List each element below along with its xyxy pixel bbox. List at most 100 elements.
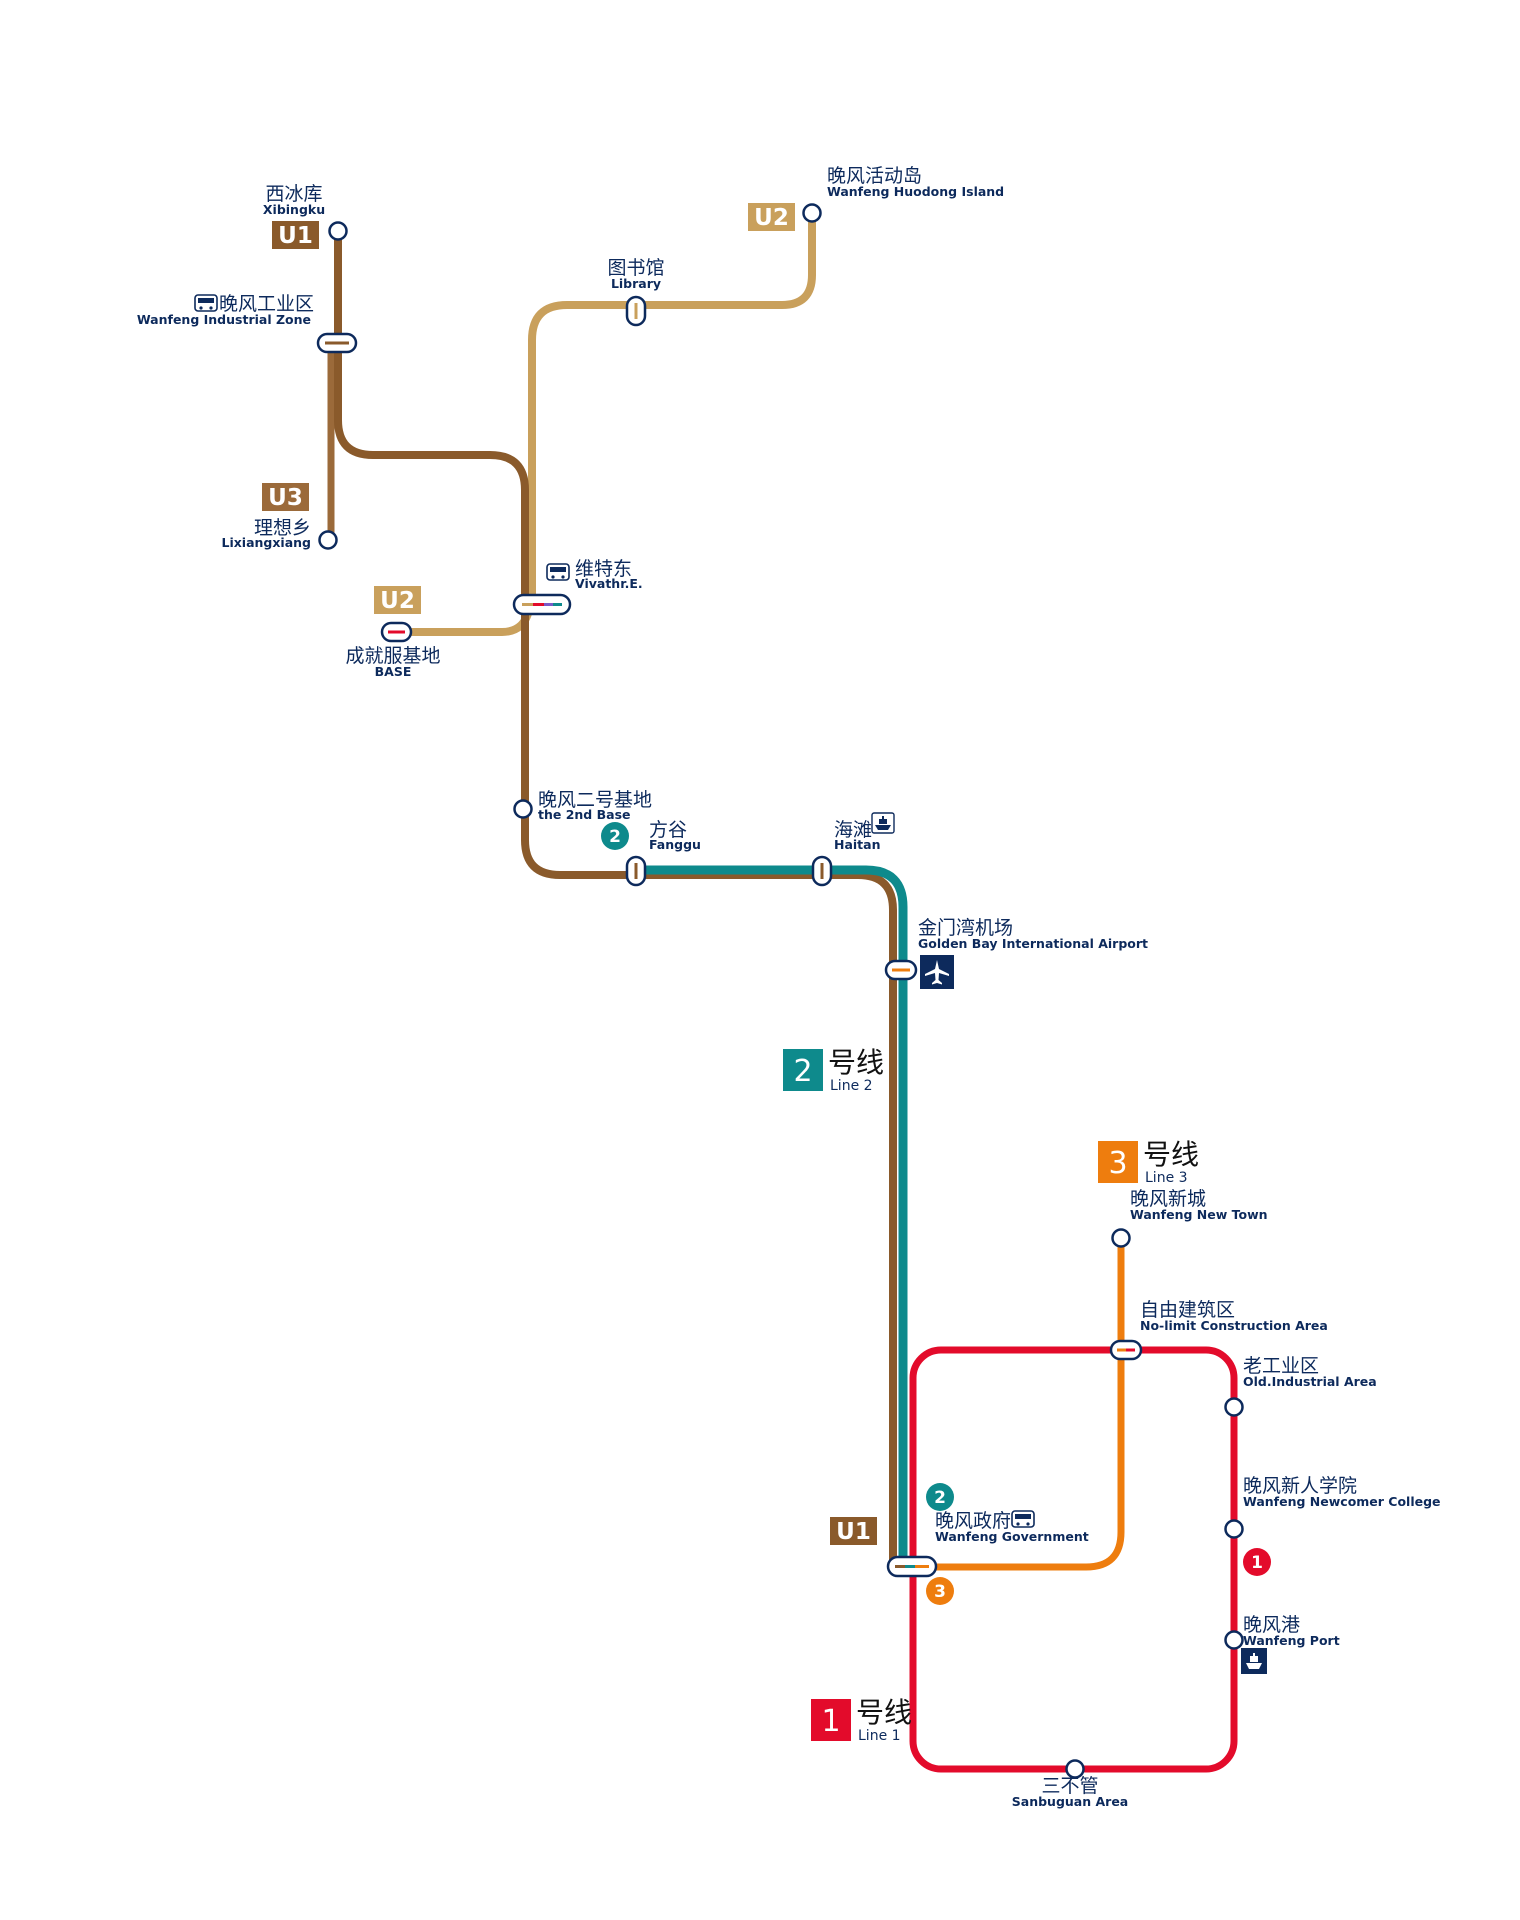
svg-text:西冰库: 西冰库: [265, 183, 322, 205]
station-sanbuguan[interactable]: [1065, 1759, 1085, 1779]
bus-icon: [546, 563, 570, 581]
svg-text:Line 1: Line 1: [858, 1728, 901, 1744]
station-xibingku[interactable]: [328, 221, 348, 241]
svg-text:Lixiangxiang: Lixiangxiang: [221, 535, 311, 550]
svg-text:Golden Bay International Airpo: Golden Bay International Airport: [918, 936, 1148, 951]
svg-text:老工业区: 老工业区: [1243, 1355, 1319, 1377]
svg-text:U1: U1: [278, 223, 313, 249]
svg-text:自由建筑区: 自由建筑区: [1140, 1299, 1235, 1321]
svg-text:1: 1: [1251, 1553, 1263, 1573]
station-newtown[interactable]: [1111, 1228, 1131, 1248]
station-second-base[interactable]: [513, 799, 533, 819]
svg-text:Xibingku: Xibingku: [263, 202, 325, 217]
station-port[interactable]: [1224, 1630, 1244, 1650]
svg-text:Library: Library: [611, 276, 661, 291]
svg-text:号线: 号线: [856, 1696, 912, 1729]
line-label-3: 3 号线 Line 3: [1098, 1138, 1199, 1186]
marker-line2-fanggu: 2: [601, 822, 629, 850]
svg-text:Sanbuguan Area: Sanbuguan Area: [1012, 1794, 1128, 1809]
svg-text:U2: U2: [754, 205, 789, 231]
label-industrial: 晚风工业区 Wanfeng Industrial Zone: [137, 293, 314, 327]
badge-u1-bottom: U1: [830, 1517, 877, 1545]
svg-text:号线: 号线: [828, 1046, 884, 1079]
label-college: 晚风新人学院 Wanfeng Newcomer College: [1243, 1475, 1441, 1509]
line-2: [636, 865, 908, 1568]
badge-u2-left: U2: [374, 586, 421, 614]
label-library: 图书馆 Library: [607, 257, 664, 291]
label-sanbuguan: 三不管 Sanbuguan Area: [1012, 1775, 1128, 1809]
svg-text:晚风新人学院: 晚风新人学院: [1243, 1475, 1357, 1497]
marker-line2-government: 2: [926, 1483, 954, 1511]
svg-text:Wanfeng Government: Wanfeng Government: [935, 1529, 1089, 1544]
svg-text:方谷: 方谷: [649, 819, 687, 841]
label-base: 成就服基地 BASE: [345, 645, 440, 679]
bus-icon: [194, 294, 218, 312]
svg-text:2: 2: [793, 1054, 812, 1089]
line-3: [916, 1243, 1125, 1571]
svg-text:Vivathr.E.: Vivathr.E.: [575, 576, 643, 591]
svg-text:号线: 号线: [1143, 1138, 1199, 1171]
label-lixiangxiang: 理想乡 Lixiangxiang: [221, 517, 311, 550]
line-u1: [334, 232, 897, 1568]
airplane-icon: [920, 955, 954, 989]
svg-text:3: 3: [934, 1582, 946, 1602]
svg-text:晚风政府: 晚风政府: [935, 1510, 1011, 1532]
line-label-2: 2 号线 Line 2: [783, 1046, 884, 1094]
svg-text:Line 2: Line 2: [830, 1078, 873, 1094]
ship-icon: [1241, 1648, 1267, 1674]
line-1: [909, 1346, 1238, 1773]
svg-text:Old.Industrial Area: Old.Industrial Area: [1243, 1374, 1377, 1389]
svg-text:三不管: 三不管: [1041, 1775, 1098, 1797]
svg-text:理想乡: 理想乡: [254, 517, 311, 539]
station-lixiangxiang[interactable]: [318, 530, 338, 550]
badge-u3: U3: [262, 483, 309, 511]
svg-text:2: 2: [609, 827, 621, 847]
marker-line1-side: 1: [1243, 1548, 1271, 1576]
svg-text:Wanfeng Newcomer College: Wanfeng Newcomer College: [1243, 1494, 1441, 1509]
svg-text:晚风工业区: 晚风工业区: [219, 293, 314, 315]
svg-text:the 2nd Base: the 2nd Base: [538, 807, 630, 822]
svg-text:1: 1: [821, 1704, 840, 1739]
station-huodong[interactable]: [802, 203, 822, 223]
line-label-1: 1 号线 Line 1: [811, 1696, 912, 1744]
line-u2-upper: [528, 213, 816, 605]
label-old-industrial: 老工业区 Old.Industrial Area: [1243, 1355, 1377, 1389]
badge-u1-top: U1: [272, 221, 319, 249]
svg-text:2: 2: [934, 1488, 946, 1508]
svg-text:海滩: 海滩: [834, 819, 872, 841]
svg-text:晚风港: 晚风港: [1243, 1614, 1300, 1636]
svg-text:3: 3: [1108, 1146, 1127, 1181]
station-college[interactable]: [1224, 1519, 1244, 1539]
svg-text:图书馆: 图书馆: [607, 257, 664, 279]
svg-text:Wanfeng Industrial Zone: Wanfeng Industrial Zone: [137, 312, 311, 327]
label-huodong: 晚风活动岛 Wanfeng Huodong Island: [827, 165, 1004, 199]
svg-text:U1: U1: [836, 1519, 871, 1545]
svg-text:晚风活动岛: 晚风活动岛: [827, 165, 922, 187]
svg-text:Fanggu: Fanggu: [649, 837, 701, 852]
label-haitan: 海滩 Haitan: [834, 819, 881, 852]
svg-text:U2: U2: [380, 588, 415, 614]
svg-text:Wanfeng Port: Wanfeng Port: [1243, 1633, 1340, 1648]
label-second-base: 晚风二号基地 the 2nd Base: [538, 789, 652, 822]
svg-text:BASE: BASE: [375, 664, 412, 679]
ship-icon: [871, 812, 895, 834]
label-nolimit: 自由建筑区 No-limit Construction Area: [1140, 1299, 1328, 1333]
label-newtown: 晚风新城 Wanfeng New Town: [1130, 1188, 1268, 1222]
svg-text:维特东: 维特东: [575, 558, 632, 580]
svg-text:晚风新城: 晚风新城: [1130, 1188, 1206, 1210]
svg-text:No-limit Construction Area: No-limit Construction Area: [1140, 1318, 1328, 1333]
badge-u2-top: U2: [748, 203, 795, 231]
svg-text:Wanfeng Huodong Island: Wanfeng Huodong Island: [827, 184, 1004, 199]
station-old-industrial[interactable]: [1224, 1397, 1244, 1417]
svg-text:Haitan: Haitan: [834, 837, 881, 852]
label-airport: 金门湾机场 Golden Bay International Airport: [918, 917, 1148, 951]
svg-text:Wanfeng New Town: Wanfeng New Town: [1130, 1207, 1268, 1222]
svg-text:U3: U3: [268, 485, 303, 511]
label-government: 晚风政府 Wanfeng Government: [935, 1510, 1089, 1544]
svg-text:Line 3: Line 3: [1145, 1170, 1188, 1186]
svg-text:成就服基地: 成就服基地: [345, 645, 440, 667]
bus-icon: [1011, 1510, 1035, 1528]
label-xibingku: 西冰库 Xibingku: [263, 183, 325, 217]
marker-line3-government: 3: [926, 1577, 954, 1605]
